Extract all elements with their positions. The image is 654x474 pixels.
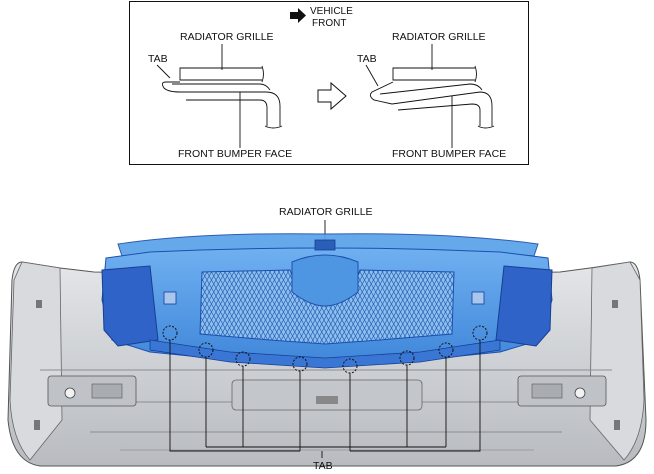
bumper-right-wing <box>589 261 645 461</box>
main-radiator-grille-label: RADIATOR GRILLE <box>279 206 373 218</box>
fog-lamp-left <box>47 375 137 407</box>
after-state-sketch: RADIATOR GRILLE TAB FRONT BUMPER FACE <box>357 31 506 160</box>
wing-clip-left <box>36 300 42 308</box>
tab-callout <box>342 358 358 451</box>
tab-callout <box>162 325 300 452</box>
after-tab-label: TAB <box>357 53 377 65</box>
radiator-grille <box>101 233 553 369</box>
wing-clip-right <box>612 300 618 308</box>
tab-callout <box>350 325 488 452</box>
tab-callout <box>292 356 308 451</box>
lower-center-opening <box>231 379 423 411</box>
before-bumper-inner <box>186 99 268 126</box>
vehicle-front-indicator: VEHICLE FRONT <box>290 6 353 29</box>
after-grille-break <box>474 65 477 83</box>
before-bumper-break <box>264 125 283 129</box>
after-tab-leader <box>365 64 379 87</box>
tab-callouts: TAB <box>162 325 488 472</box>
grille-left-bracket <box>101 265 159 347</box>
main-tab-label: TAB <box>313 460 333 472</box>
before-tab-leader <box>156 64 171 79</box>
before-tab-label: TAB <box>148 53 168 65</box>
before-bumper-lip <box>172 83 271 91</box>
grille-clip-left <box>163 291 177 305</box>
after-bumper-label: FRONT BUMPER FACE <box>392 148 506 160</box>
license-bracket <box>316 396 338 404</box>
grille-clip-right <box>471 291 485 305</box>
before-radiator-grille-label: RADIATOR GRILLE <box>180 31 274 43</box>
fog-lamp-right <box>517 375 607 407</box>
emblem-housing <box>291 254 359 307</box>
before-bumper-label: FRONT BUMPER FACE <box>178 148 292 160</box>
before-grille-break <box>261 65 264 83</box>
before-bumper-outer <box>161 81 281 126</box>
tab-callout <box>399 350 415 447</box>
inset-frame <box>129 1 529 165</box>
bumper-left-wing <box>9 261 63 461</box>
tab-callout <box>235 351 251 447</box>
after-radiator-grille-label: RADIATOR GRILLE <box>392 31 486 43</box>
after-bumper-outer <box>369 81 493 126</box>
emblem-mount <box>314 239 336 251</box>
tab-callout <box>198 342 214 447</box>
vehicle-front-label-line1: VEHICLE <box>310 6 353 17</box>
after-bumper-inner <box>397 103 481 126</box>
tab-callout <box>438 342 454 447</box>
after-bumper-break <box>477 125 495 129</box>
after-bumper-lip <box>379 83 483 95</box>
hollow-arrow-right-icon <box>317 81 347 111</box>
before-grille-bar <box>179 67 262 81</box>
solid-arrow-right-icon <box>290 8 306 23</box>
wing-clip-left-low <box>34 420 40 430</box>
wing-clip-right-low <box>614 420 620 430</box>
grille-right-bracket <box>495 265 553 347</box>
after-grille-bar <box>392 67 475 81</box>
inset-panel: VEHICLE FRONT RADIATOR GRILLE TAB FRONT … <box>129 1 529 165</box>
grille-lower-flange <box>149 339 501 369</box>
vehicle-front-label-line2: FRONT <box>312 18 346 29</box>
before-state-sketch: RADIATOR GRILLE TAB FRONT BUMPER FACE <box>148 31 292 160</box>
